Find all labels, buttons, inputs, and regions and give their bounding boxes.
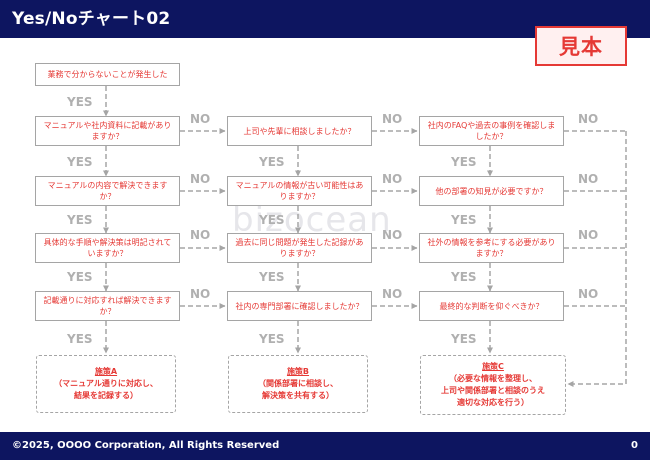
- question-box: マニュアルの情報が古い可能性はありますか？: [227, 176, 372, 206]
- no-label: NO: [382, 287, 403, 301]
- yes-label: YES: [451, 332, 477, 346]
- yes-label: YES: [67, 270, 93, 284]
- no-label: NO: [382, 112, 403, 126]
- yes-label: YES: [259, 332, 285, 346]
- no-label: NO: [578, 112, 599, 126]
- result-title: 施策C: [482, 362, 504, 371]
- result-text: （必要な情報を整理し、 上司や関係部署と相談のうえ 適切な対応を行う）: [441, 374, 545, 407]
- copyright-text: ©2025, OOOO Corporation, All Rights Rese…: [12, 440, 280, 451]
- yes-label: YES: [67, 332, 93, 346]
- yes-label: YES: [451, 270, 477, 284]
- yes-label: YES: [67, 213, 93, 227]
- page-title: Yes/Noチャート02: [12, 9, 171, 29]
- no-label: NO: [578, 287, 599, 301]
- result-box: 施策C （必要な情報を整理し、 上司や関係部署と相談のうえ 適切な対応を行う）: [420, 355, 566, 415]
- footer-bar: ©2025, OOOO Corporation, All Rights Rese…: [0, 432, 650, 460]
- no-label: NO: [578, 228, 599, 242]
- question-box: 社内のFAQや過去の事例を確認しましたか？: [419, 116, 564, 146]
- no-label: NO: [190, 172, 211, 186]
- question-box: 過去に同じ問題が発生した記録がありますか？: [227, 233, 372, 263]
- result-title: 施策A: [94, 367, 118, 376]
- question-box: マニュアルや社内資料に記載がありますか？: [35, 116, 180, 146]
- yes-label: YES: [67, 155, 93, 169]
- result-text: （関係部署に相談し、 解決策を共有する）: [258, 379, 338, 400]
- question-box: 社内の専門部署に確認しましたか？: [227, 291, 372, 321]
- no-connector: [567, 131, 627, 387]
- result-text: （マニュアル通りに対応し、 結果を記録する）: [54, 379, 158, 400]
- result-box: 施策B （関係部署に相談し、 解決策を共有する）: [228, 355, 368, 413]
- question-box: 記載通りに対応すれば解決できますか？: [35, 291, 180, 321]
- no-label: NO: [382, 228, 403, 242]
- no-label: NO: [578, 172, 599, 186]
- question-box: 具体的な手順や解決策は明記されていますか？: [35, 233, 180, 263]
- page-number: 0: [631, 440, 638, 451]
- no-label: NO: [190, 287, 211, 301]
- no-label: NO: [382, 172, 403, 186]
- question-box: マニュアルの内容で解決できますか？: [35, 176, 180, 206]
- yes-label: YES: [67, 95, 93, 109]
- sample-stamp: 見本: [535, 26, 627, 66]
- no-label: NO: [190, 228, 211, 242]
- question-box: 他の部署の知見が必要ですか？: [419, 176, 564, 206]
- start-box: 業務で分からないことが発生した: [35, 63, 180, 86]
- yes-label: YES: [451, 213, 477, 227]
- question-box: 社外の情報を参考にする必要がありますか？: [419, 233, 564, 263]
- question-box: 最終的な判断を仰ぐべきか？: [419, 291, 564, 321]
- result-box: 施策A （マニュアル通りに対応し、 結果を記録する）: [36, 355, 176, 413]
- question-box: 上司や先輩に相談しましたか？: [227, 116, 372, 146]
- no-label: NO: [190, 112, 211, 126]
- title-bar: Yes/Noチャート02: [0, 0, 650, 38]
- yes-label: YES: [259, 213, 285, 227]
- result-title: 施策B: [286, 367, 310, 376]
- yes-label: YES: [259, 155, 285, 169]
- yes-label: YES: [451, 155, 477, 169]
- yes-label: YES: [259, 270, 285, 284]
